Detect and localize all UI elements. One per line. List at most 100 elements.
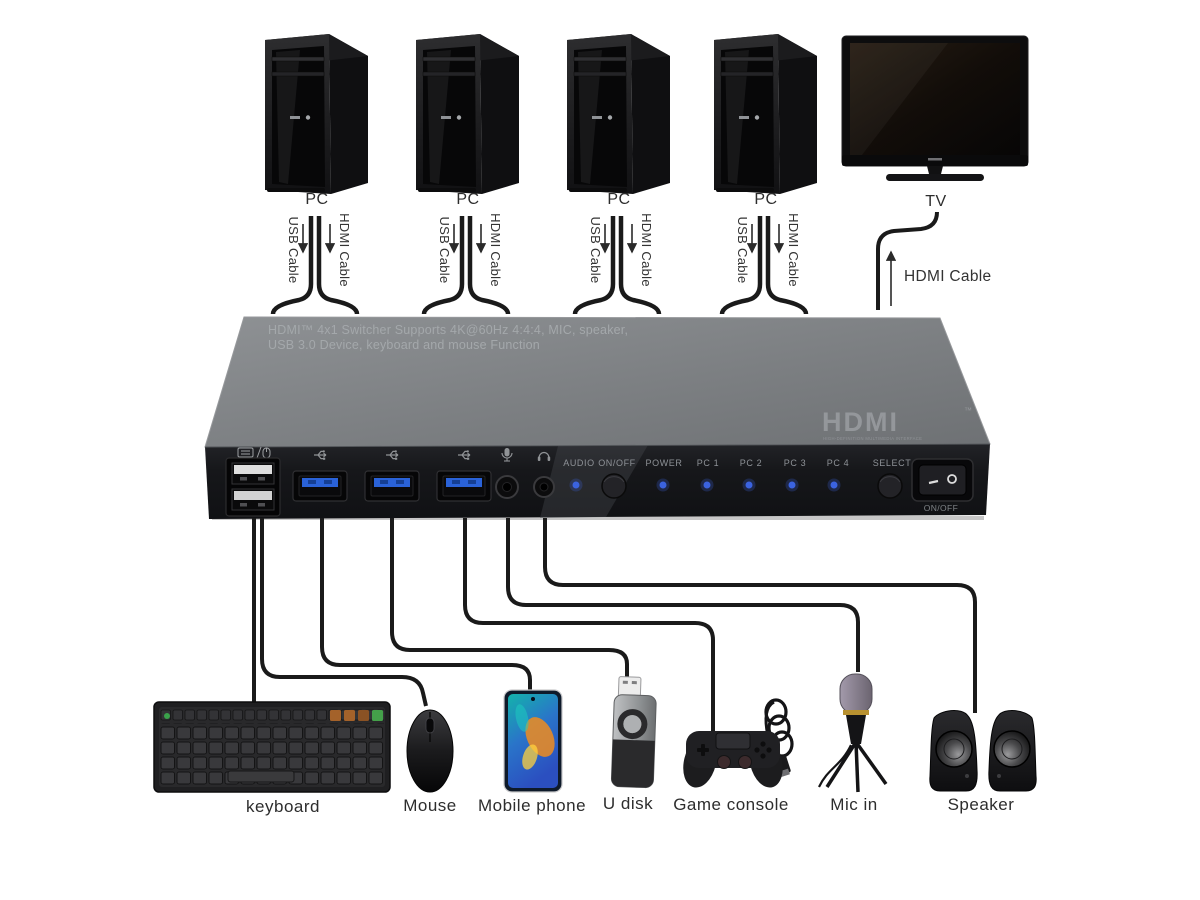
mic-body — [846, 715, 866, 744]
mouse-cable — [260, 518, 428, 707]
usb-cable-label: USB Cable — [588, 216, 603, 283]
pc-label: PC — [305, 191, 328, 208]
left-stick — [717, 755, 731, 769]
speaker-label: Speaker — [948, 795, 1015, 814]
hdmi-cable-label: HDMI Cable — [639, 213, 654, 287]
pc-source-3: PC USB Cable HDMI Cable — [566, 33, 671, 314]
select-label: SELECT — [873, 458, 912, 468]
usb-cable-label: USB Cable — [735, 216, 750, 283]
pc-label: PC — [607, 191, 630, 208]
peripheral-cables — [252, 518, 977, 738]
tripod-leg — [825, 741, 858, 788]
right-stick — [738, 755, 752, 769]
microphone-device — [818, 673, 888, 793]
hdmi-switcher-device: HDMI™ 4x1 Switcher Supports 4K@60Hz 4:4:… — [204, 316, 991, 520]
keyboard-device — [153, 701, 391, 793]
switch-on-mark — [928, 479, 939, 485]
speaker-devices — [929, 709, 1037, 792]
usb3-port-3 — [436, 470, 492, 502]
device-title-line1: HDMI™ 4x1 Switcher Supports 4K@60Hz 4:4:… — [268, 323, 628, 337]
pc1-led — [703, 481, 711, 489]
pc2-led — [745, 481, 753, 489]
hdmi-cable-label: HDMI Cable — [488, 213, 503, 287]
keyboard-mouse-usb-ports — [225, 446, 281, 517]
game-console-cable — [463, 518, 715, 738]
pc2-label: PC 2 — [740, 458, 762, 468]
scroll-wheel — [425, 717, 435, 734]
tv-hdmi-cable-line — [876, 211, 939, 310]
left-speaker — [929, 709, 978, 792]
pc-source-2: PC USB Cable HDMI Cable — [415, 33, 520, 314]
pc4-led — [830, 481, 838, 489]
mouse-label: Mouse — [403, 796, 457, 815]
mobile-phone-label: Mobile phone — [478, 796, 586, 815]
headphone-icon — [537, 451, 551, 461]
pc4-label: PC 4 — [827, 458, 849, 468]
headphone-jack — [533, 451, 555, 498]
u-disk-label: U disk — [603, 794, 653, 813]
pc-tower — [713, 33, 818, 195]
pc3-label: PC 3 — [784, 458, 806, 468]
game-console-label: Game console — [673, 795, 789, 814]
phone-camera — [531, 697, 535, 701]
swivel-cover — [611, 739, 655, 788]
tv-stand-base — [886, 174, 984, 181]
mic-wire — [818, 744, 852, 788]
usb3-port-1 — [292, 470, 348, 502]
mouse-device — [406, 709, 454, 793]
gold-band — [843, 710, 869, 715]
power-label: POWER — [645, 458, 682, 468]
game-console-device — [683, 698, 794, 788]
spacebar — [227, 770, 295, 783]
dpad — [701, 744, 705, 756]
switch-off-mark — [947, 474, 957, 484]
speaker-cable — [543, 518, 977, 713]
usb-cable-label: USB Cable — [286, 216, 301, 283]
slash-divider — [256, 446, 262, 459]
pc-tower — [264, 33, 369, 195]
mic-icon — [501, 448, 513, 462]
pc-label: PC — [456, 191, 479, 208]
action-buttons — [760, 753, 766, 759]
select-button — [877, 473, 903, 499]
mic-jack — [495, 448, 519, 499]
usb-cable-label: USB Cable — [437, 216, 452, 283]
u-disk-device — [610, 676, 657, 789]
mobile-phone-device — [503, 689, 563, 793]
right-speaker — [988, 709, 1037, 792]
device-title-line2: USB 3.0 Device, keyboard and mouse Funct… — [268, 338, 540, 352]
hdmi-cable-label: HDMI Cable — [786, 213, 801, 287]
mic-cable — [506, 518, 860, 672]
hdmi-logo-subtitle: HIGH-DEFINITION MULTIMEDIA INTERFACE — [823, 436, 922, 441]
pc-tower — [566, 33, 671, 195]
tv-screen — [850, 43, 1020, 155]
mobile-phone-cable — [320, 518, 532, 694]
audio-label: AUDIO — [563, 458, 595, 468]
mic-windscreen — [839, 673, 873, 715]
tv-stand-neck — [927, 166, 943, 174]
pc3-led — [788, 481, 796, 489]
keyboard-label: keyboard — [246, 797, 320, 816]
power-led — [659, 481, 667, 489]
pc-tower — [415, 33, 520, 195]
hdmi-logo: HDMI ™ HIGH-DEFINITION MULTIMEDIA INTERF… — [822, 406, 972, 441]
hdmi-cable-label: HDMI Cable — [337, 213, 352, 287]
tv-hdmi-cable-label: HDMI Cable — [904, 268, 991, 285]
hdmi-logo-text: HDMI — [822, 407, 899, 437]
usb3-port-2 — [364, 470, 420, 502]
power-rocker-switch: ON/OFF — [911, 458, 974, 513]
pc1-label: PC 1 — [697, 458, 719, 468]
hdmi-logo-tm: ™ — [964, 406, 972, 415]
audio-onoff-button — [601, 473, 627, 499]
front-sheen — [540, 445, 648, 518]
audio-led — [572, 481, 580, 489]
keyboard-icon — [237, 447, 254, 458]
tv-display: TV HDMI Cable — [841, 35, 1029, 310]
coiled-cable — [764, 698, 788, 726]
pc-source-4: PC USB Cable HDMI Cable — [713, 33, 818, 314]
touchpad — [715, 732, 751, 750]
rocker-onoff-label: ON/OFF — [924, 503, 959, 513]
tv-label: TV — [925, 193, 946, 210]
